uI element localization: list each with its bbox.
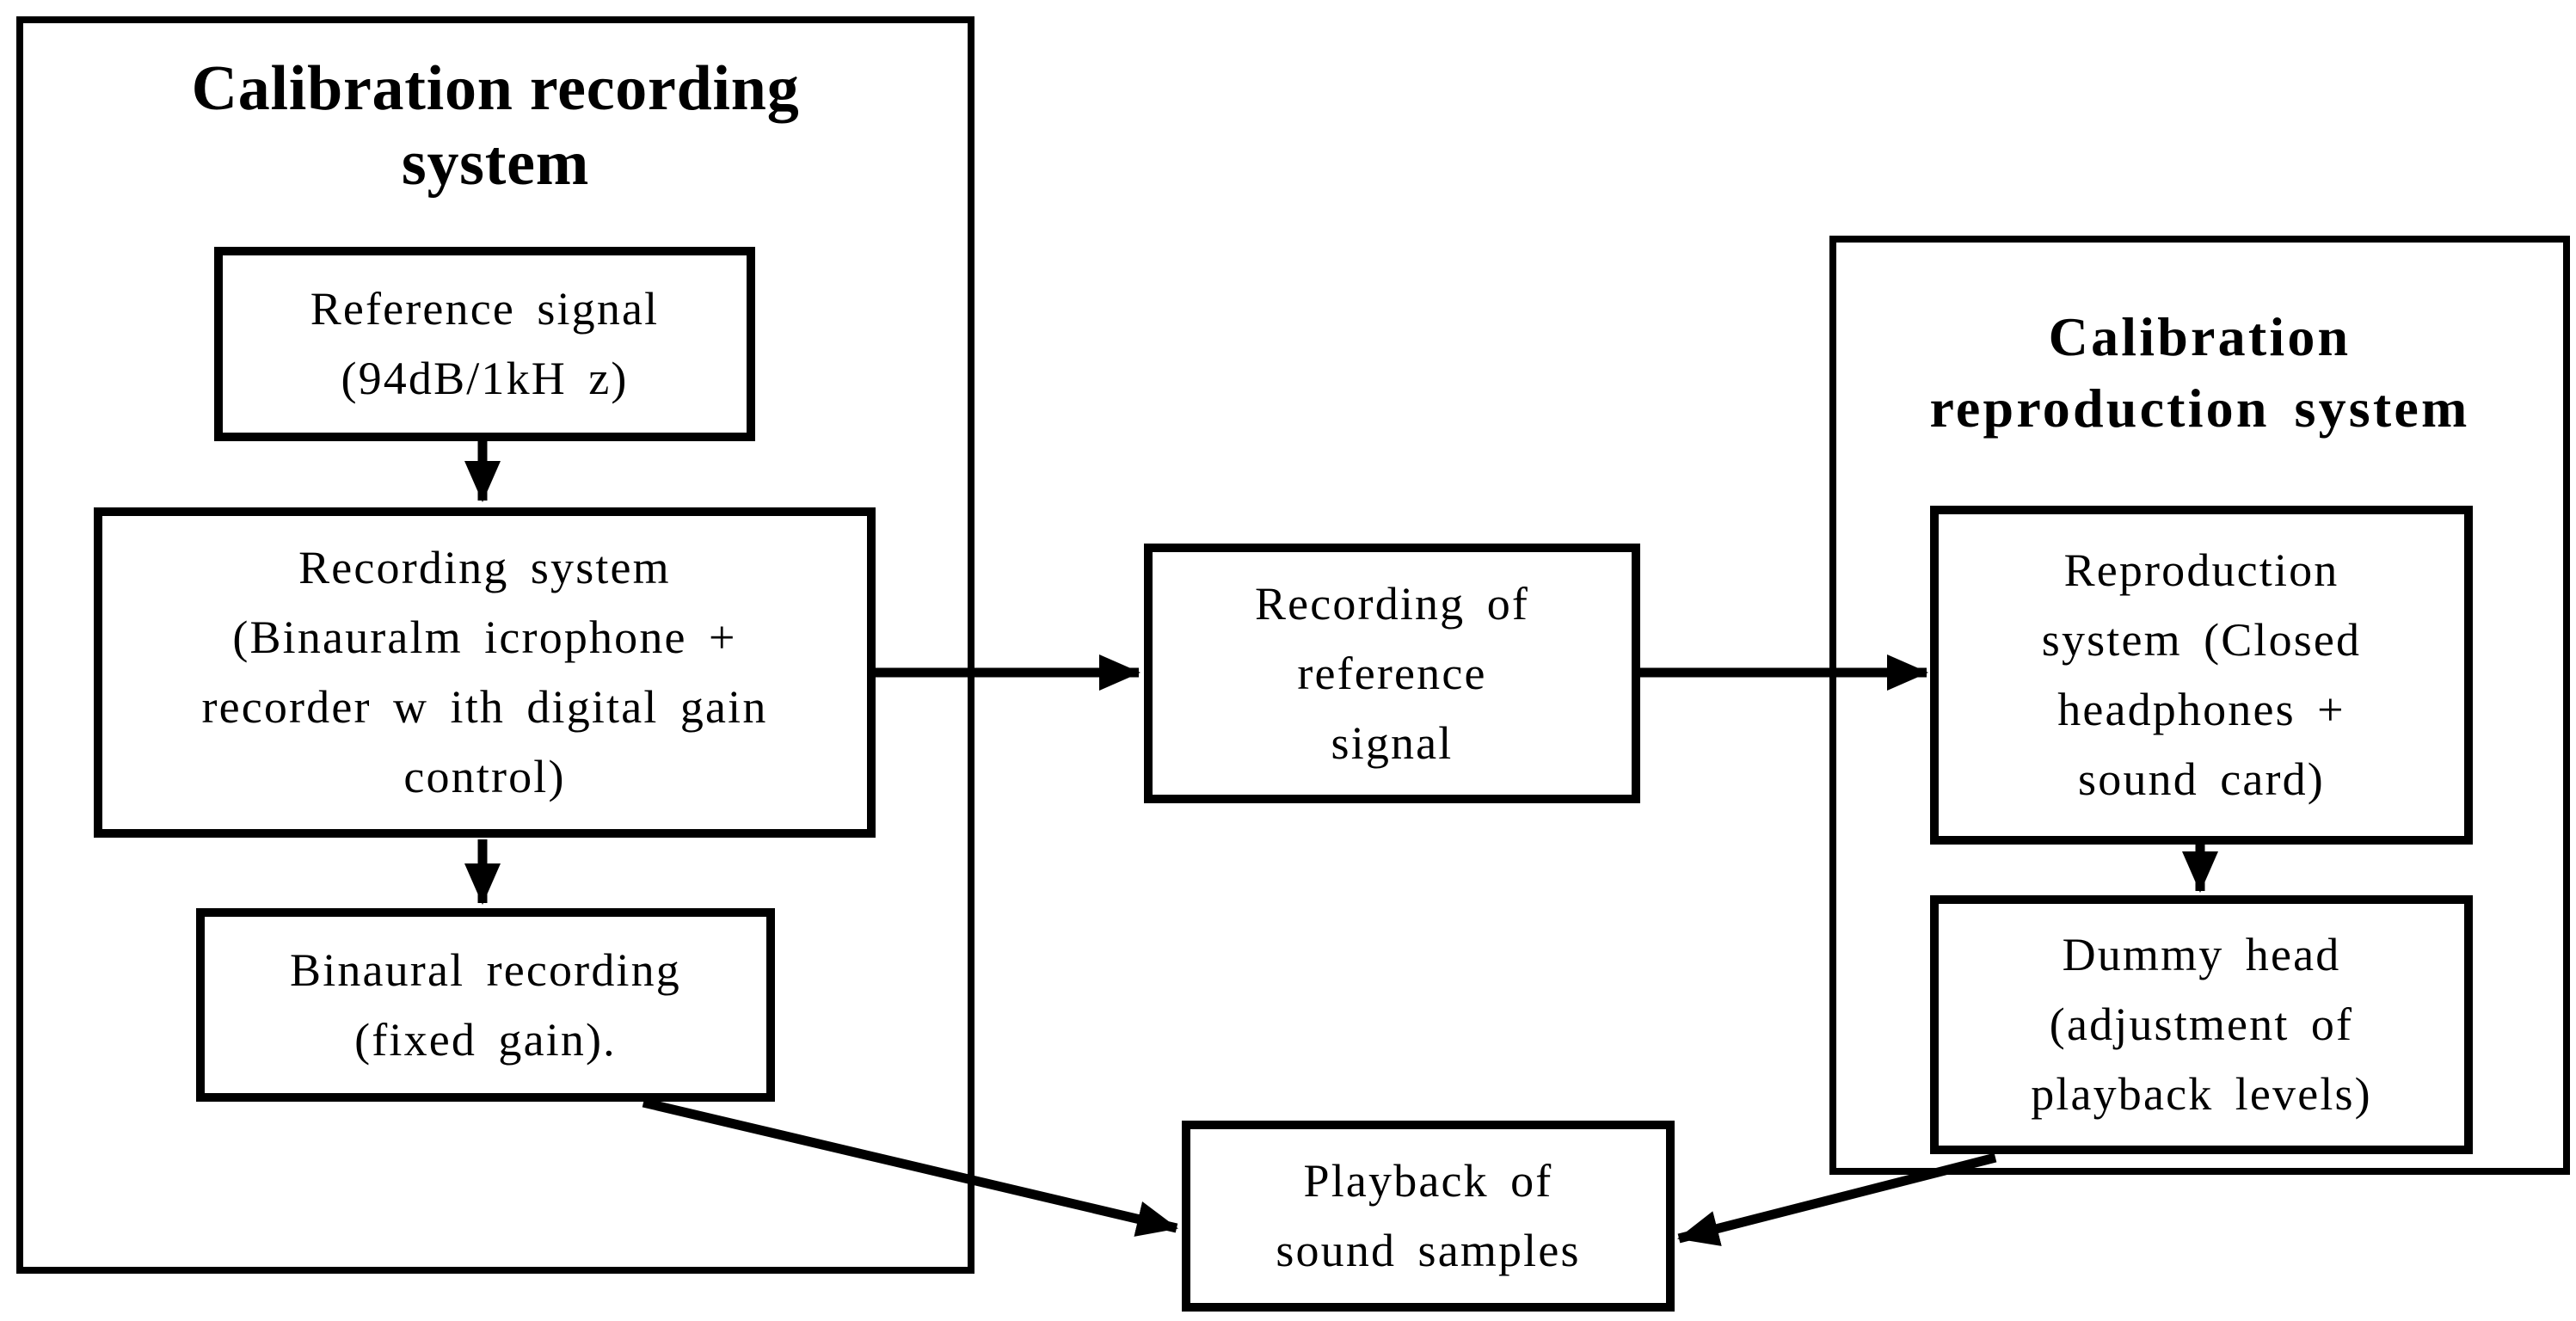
title-line: system [401, 128, 590, 200]
calibration-reproduction-system-frame [1829, 236, 2570, 1175]
box-line: sound samples [1276, 1225, 1581, 1276]
recording-of-reference-signal-box: Recording of reference signal [1144, 544, 1640, 803]
box-line: control) [403, 751, 566, 802]
box-line: recorder w ith digital gain [201, 681, 768, 733]
box-line: (fixed gain). [354, 1013, 617, 1066]
reference-signal-box: Reference signal (94dB/1kH z) [214, 247, 755, 441]
binaural-recording-box: Binaural recording (fixed gain). [196, 908, 775, 1102]
box-line: playback levels) [2031, 1068, 2372, 1120]
box-line: Recording system [298, 542, 671, 593]
dummy-head-box: Dummy head (adjustment of playback level… [1930, 895, 2473, 1154]
box-line: (Binauralm icrophone + [232, 611, 737, 663]
title-line: reproduction system [1929, 378, 2470, 439]
box-line: Recording of [1254, 577, 1530, 630]
playback-of-sound-samples-box: Playback of sound samples [1182, 1121, 1675, 1312]
box-line: Reference signal [310, 283, 660, 335]
box-line: system (Closed [2041, 614, 2362, 666]
recording-group-title: Calibration recording system [16, 52, 974, 202]
title-line: Calibration recording [191, 53, 800, 124]
box-line: Dummy head [2062, 929, 2341, 980]
box-line: (adjustment of [2049, 998, 2354, 1050]
box-line: Playback of [1303, 1155, 1553, 1207]
box-line: headphones + [2057, 684, 2345, 735]
box-line: reference [1297, 647, 1487, 699]
recording-system-box: Recording system (Binauralm icrophone + … [94, 507, 876, 838]
reproduction-group-title: Calibration reproduction system [1829, 301, 2570, 444]
calibration-recording-system-frame [16, 16, 974, 1274]
box-line: signal [1331, 716, 1454, 769]
box-line: Reproduction [2063, 544, 2339, 596]
reproduction-system-box: Reproduction system (Closed headphones +… [1930, 506, 2473, 845]
box-line: Binaural recording [290, 943, 681, 996]
box-line: (94dB/1kH z) [341, 353, 629, 404]
box-line: sound card) [2078, 753, 2325, 805]
title-line: Calibration [2048, 306, 2352, 367]
